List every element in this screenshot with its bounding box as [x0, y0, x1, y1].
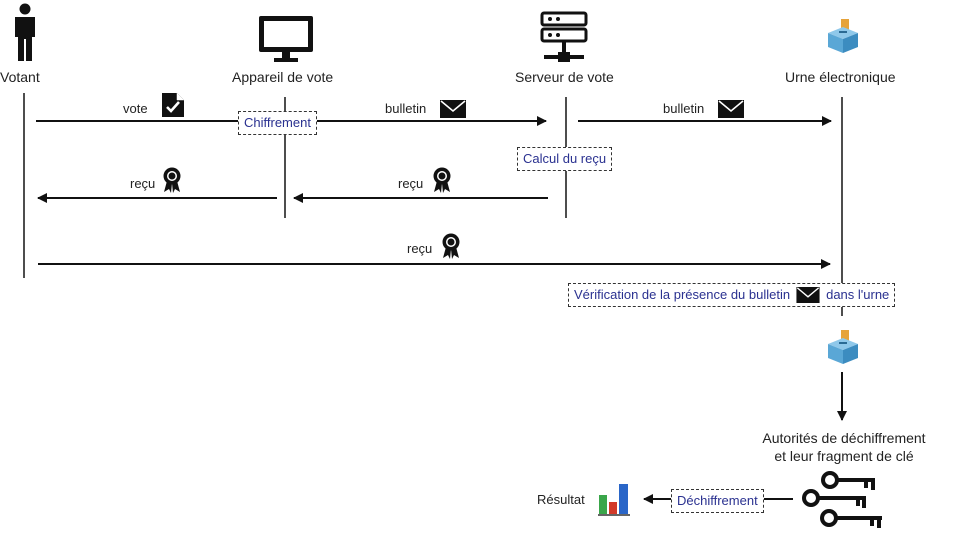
ballot-box-icon — [826, 328, 860, 371]
receipt-label-3: reçu — [407, 241, 433, 256]
envelope-icon — [440, 100, 466, 123]
actor-label-voter: Votant — [0, 69, 40, 85]
actor-label-device: Appareil de vote — [232, 69, 334, 85]
verification-text-before: Vérification de la présence du bulletin — [574, 287, 791, 302]
receipt-computation-step: Calcul du reçu — [517, 147, 613, 171]
actor-label-ballot-box: Urne électronique — [785, 69, 896, 85]
ballot-box-icon — [826, 17, 860, 60]
result-label: Résultat — [537, 492, 585, 507]
encryption-step: Chiffrement — [238, 111, 317, 135]
monitor-icon — [257, 14, 315, 69]
decryption-step: Déchiffrement — [671, 489, 764, 513]
authorities-label-line1: Autorités de déchiffrement — [762, 430, 926, 446]
verification-step: Vérification de la présence du bulletin … — [568, 283, 896, 307]
bar-chart-icon — [598, 482, 630, 521]
receipt-label-2: reçu — [398, 176, 424, 191]
verification-text-after: dans l'urne — [826, 287, 890, 302]
envelope-icon — [796, 287, 820, 303]
bulletin-label-2: bulletin — [663, 101, 705, 116]
server-icon — [538, 11, 590, 72]
award-ribbon-icon — [432, 167, 452, 198]
receipt-label-1: reçu — [130, 176, 156, 191]
checked-document-icon — [161, 92, 185, 123]
actor-label-server: Serveur de vote — [515, 69, 614, 85]
award-ribbon-icon — [162, 167, 182, 198]
authorities-label-line2: et leur fragment de clé — [774, 448, 914, 464]
bulletin-label-1: bulletin — [385, 101, 427, 116]
keys-icon — [800, 468, 886, 535]
award-ribbon-icon — [441, 233, 461, 264]
person-icon — [12, 3, 38, 68]
vote-label: vote — [123, 101, 148, 116]
envelope-icon — [718, 100, 744, 123]
